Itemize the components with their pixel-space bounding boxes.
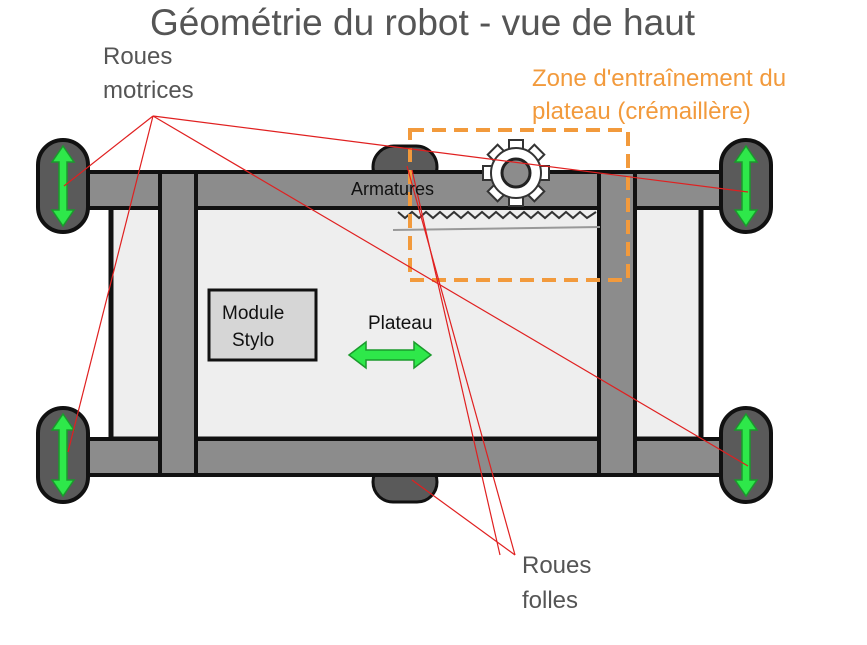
pointer-line — [63, 115, 154, 187]
wheel-arrow-icon — [50, 412, 76, 498]
pointer-line — [406, 165, 516, 556]
plateau-label: Plateau — [368, 313, 433, 334]
page-title: Géométrie du robot - vue de haut — [150, 2, 696, 43]
frame-bar-left — [158, 170, 198, 477]
zone-label-line-1: Zone d'entraînement du — [532, 65, 787, 92]
folles-label-line-2: folles — [522, 587, 579, 614]
wheel-arrow-icon — [733, 412, 759, 498]
pointer-line — [411, 479, 516, 556]
rack — [397, 210, 597, 220]
motrices-label-line-1: Roues — [103, 43, 173, 70]
rack-base-line — [392, 226, 601, 231]
roues-folles-label: Roues folles — [522, 548, 591, 618]
zone-label-line-2: plateau (crémaillère) — [532, 98, 751, 125]
folles-label-line-1: Roues — [522, 552, 592, 579]
wheel-arrow-icon — [733, 144, 759, 228]
module-label-line-1: Module — [222, 303, 285, 324]
frame-bar-right — [597, 170, 637, 477]
wheel-arrow-icon — [50, 144, 76, 228]
gear-icon — [482, 139, 550, 207]
motrices-label-line-2: motrices — [103, 77, 194, 104]
rack-drive-zone — [408, 128, 630, 282]
pointer-line — [411, 169, 501, 556]
pointer-line — [152, 115, 749, 193]
armatures-label: Armatures — [351, 179, 435, 199]
pointer-line — [67, 115, 154, 453]
plateau-arrow-icon — [347, 340, 433, 370]
zone-entrainement-label: Zone d'entraînement du plateau (crémaill… — [532, 62, 786, 128]
module-stylo-box — [207, 288, 318, 362]
roues-motrices-label: Roues motrices — [103, 40, 194, 108]
module-label-line-2: Stylo — [232, 330, 275, 351]
pointer-line — [152, 115, 749, 467]
module-stylo-label: Module Stylo — [222, 300, 284, 354]
